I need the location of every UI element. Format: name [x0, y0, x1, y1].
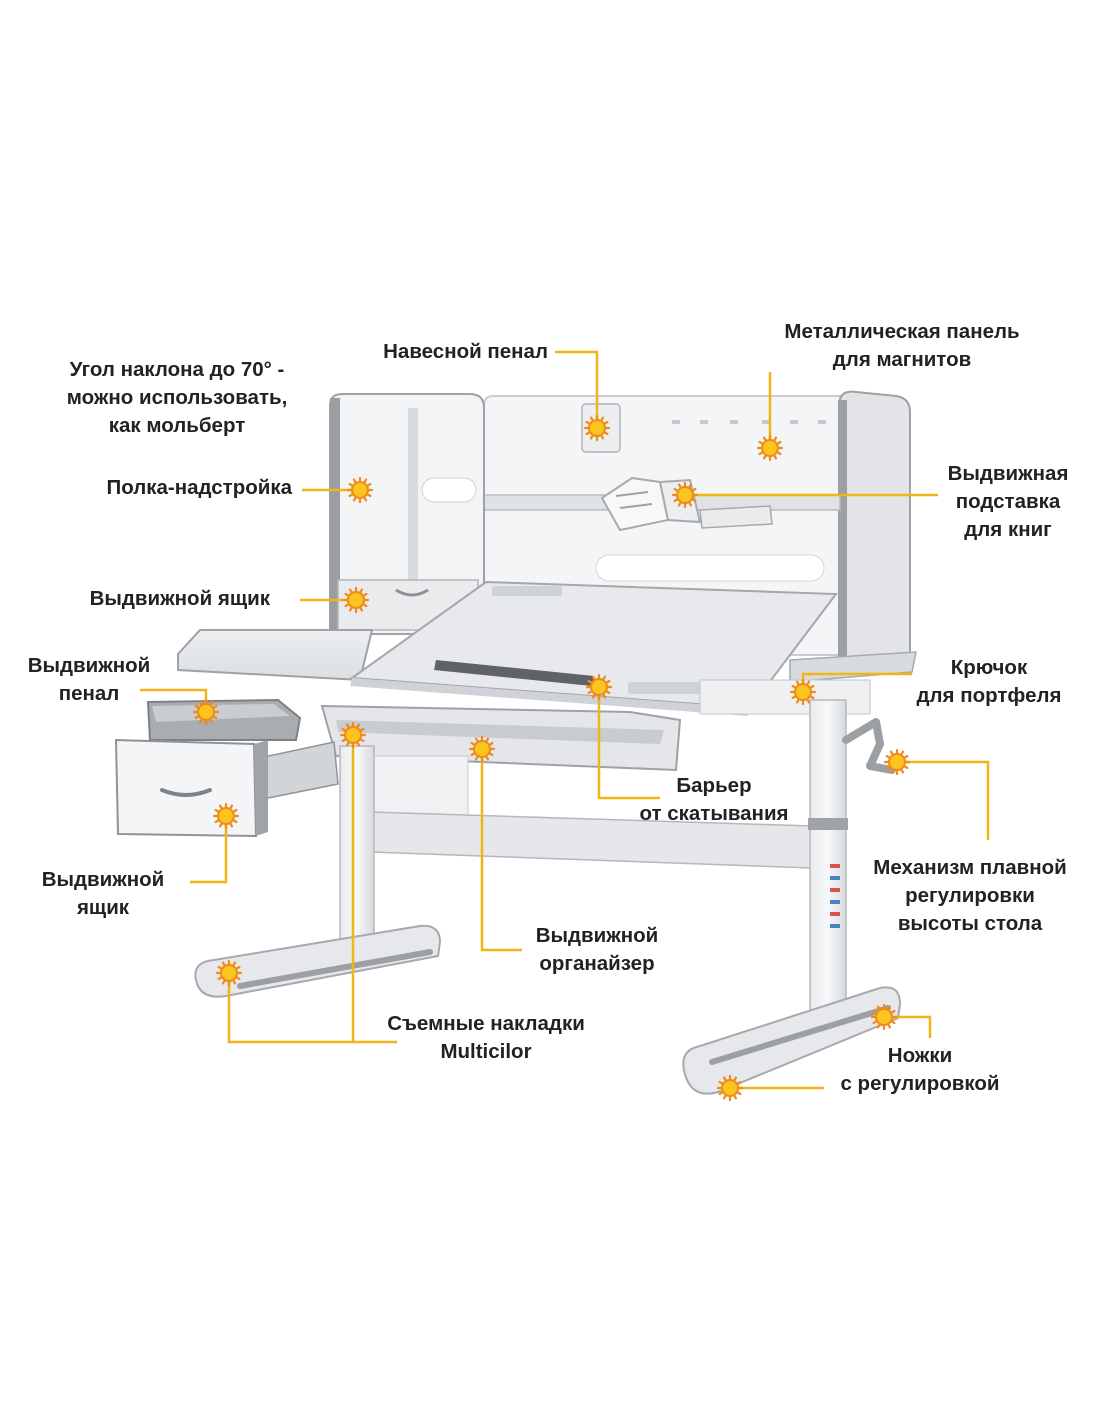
- sun-marker-icon: [339, 721, 367, 749]
- callout-adjustable-feet: Ножки с регулировкой: [840, 1044, 1000, 1095]
- callout-side-drawer: Выдвижной ящик: [41, 868, 165, 919]
- sun-marker-icon: [192, 698, 220, 726]
- side-drawer: [114, 738, 268, 838]
- sun-marker-icon: [212, 802, 240, 830]
- leader-hanging-pencil-case: [555, 350, 599, 428]
- left-leg: [339, 745, 375, 947]
- crank-handle: [842, 718, 896, 774]
- roll-barrier: [434, 660, 594, 686]
- sun-marker-icon: [468, 735, 496, 763]
- sun-marker-icon: [583, 414, 611, 442]
- callout-removable-covers: Съемные накладки Multicilor: [387, 1012, 585, 1063]
- callout-shelf-drawer: Выдвижной ящик: [89, 587, 270, 610]
- leader-lines: [140, 350, 990, 1090]
- callout-book-stand: Выдвижная подставка для книг: [947, 462, 1069, 541]
- desk: [114, 390, 917, 1095]
- leader-removable-covers-2: [227, 973, 353, 1044]
- hutch-right-side: [839, 390, 911, 661]
- right-leg: [809, 699, 847, 1021]
- leader-side-drawer: [190, 816, 228, 884]
- callout-pullout-pencil-case: Выдвижной пенал: [27, 654, 151, 705]
- callout-top-shelf: Полка-надстройка: [106, 476, 292, 499]
- leader-feet-top: [884, 1015, 932, 1038]
- callout-height-mechanism: Механизм плавной регулировки высоты стол…: [873, 856, 1067, 935]
- sun-marker-icon: [716, 1074, 744, 1102]
- book-stand: [600, 476, 773, 532]
- sun-marker-icon: [883, 748, 911, 776]
- callout-tilt-angle: Угол наклона до 70° - можно использовать…: [66, 358, 288, 437]
- leader-height-mechanism: [897, 760, 990, 840]
- sun-marker-icon: [346, 476, 374, 504]
- callout-bag-hook: Крючок для портфеля: [916, 656, 1062, 707]
- height-scale: [830, 864, 840, 928]
- sun-marker-icon: [215, 959, 243, 987]
- callout-hanging-pencil-case: Навесной пенал: [383, 340, 548, 363]
- sun-marker-icon: [870, 1003, 898, 1031]
- sun-marker-icon: [671, 481, 699, 509]
- leader-roll-barrier: [597, 687, 660, 800]
- callout-roll-barrier: Барьер от скатывания: [639, 774, 789, 825]
- desktop-left: [177, 629, 374, 682]
- sun-marker-icon: [756, 434, 784, 462]
- pullout-pencil-case: [146, 698, 302, 741]
- leader-organizer: [480, 749, 522, 952]
- organizer-drawer: [320, 704, 682, 819]
- sun-marker-icon: [789, 678, 817, 706]
- callout-organizer: Выдвижной органайзер: [535, 924, 659, 975]
- callout-markers: [192, 414, 911, 1102]
- callout-metal-panel: Металлическая панель для магнитов: [784, 320, 1020, 371]
- left-foot: [194, 924, 442, 998]
- sun-marker-icon: [585, 673, 613, 701]
- sun-marker-icon: [342, 586, 370, 614]
